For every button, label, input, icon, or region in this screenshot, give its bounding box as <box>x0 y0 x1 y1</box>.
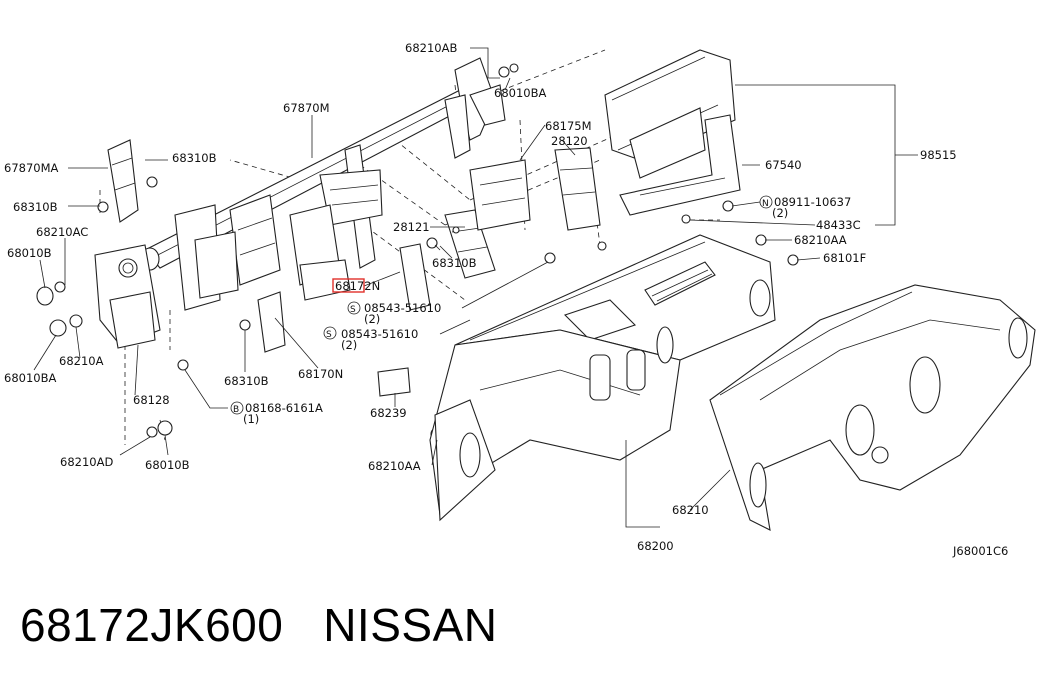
label-08911-qty: (2) <box>772 206 788 220</box>
circled-markers: S S B N <box>230 195 773 415</box>
instrument-panel-assembly <box>429 234 776 522</box>
label-28120: 28120 <box>551 134 588 148</box>
leader-lines <box>33 47 918 528</box>
label-67540: 67540 <box>765 158 802 172</box>
label-68128: 68128 <box>133 393 170 407</box>
label-08543-51610-a: 08543-51610 <box>364 301 441 315</box>
label-08911-10637: 08911-10637 <box>774 195 851 209</box>
label-68010BA-left: 68010BA <box>4 371 56 385</box>
label-08543-b-qty: (2) <box>341 338 357 352</box>
brand-name: NISSAN <box>323 599 498 651</box>
cross-member-assembly <box>94 57 601 353</box>
fasteners <box>36 63 799 441</box>
label-98515: 98515 <box>920 148 957 162</box>
label-68010B-left: 68010B <box>7 246 52 260</box>
marker-b: B <box>233 405 239 415</box>
label-28121: 28121 <box>393 220 430 234</box>
parts-diagram: S S B N 68210AB 68010BA 67870M 67870MA 6… <box>4 41 1036 558</box>
label-68170N: 68170N <box>298 367 343 381</box>
label-68210AA-right: 68210AA <box>794 233 847 247</box>
part-labels: 68210AB 68010BA 67870M 67870MA 68310B 68… <box>4 41 1008 558</box>
label-68310B-d: 68310B <box>432 256 477 270</box>
label-68010BA-top: 68010BA <box>494 86 546 100</box>
label-68175M: 68175M <box>545 119 592 133</box>
label-68210AA-low: 68210AA <box>368 459 421 473</box>
label-68210AB: 68210AB <box>405 41 457 55</box>
label-68200: 68200 <box>637 539 674 553</box>
label-68210A: 68210A <box>59 354 104 368</box>
label-68010B-bottom: 68010B <box>145 458 190 472</box>
footer-caption: 68172JK600 NISSAN <box>20 598 497 652</box>
label-68310B-c: 68310B <box>224 374 269 388</box>
highlight-box-68172N <box>332 278 365 293</box>
label-68310B-b: 68310B <box>13 200 58 214</box>
label-08543-51610-b: 08543-51610 <box>341 327 418 341</box>
label-67870MA: 67870MA <box>4 161 59 175</box>
marker-s-2: S <box>326 330 332 340</box>
label-68172N: 68172N <box>335 279 380 293</box>
label-68101F: 68101F <box>823 251 866 265</box>
part-number: 68172JK600 <box>20 599 284 651</box>
marker-n: N <box>762 199 769 209</box>
label-08168-6161A: 08168-6161A <box>245 401 323 415</box>
label-08168-qty: (1) <box>243 412 259 426</box>
label-48433C: 48433C <box>816 218 861 232</box>
label-68310B-a: 68310B <box>172 151 217 165</box>
label-68239: 68239 <box>370 406 407 420</box>
label-68210AD: 68210AD <box>60 455 113 469</box>
marker-s-1: S <box>350 305 356 315</box>
label-68210AC: 68210AC <box>36 225 88 239</box>
passenger-airbag-module <box>604 49 741 216</box>
instrument-panel-pad <box>709 284 1036 531</box>
diagram-code: J68001C6 <box>952 544 1008 558</box>
label-67870M: 67870M <box>283 101 330 115</box>
label-card-68239 <box>377 367 411 397</box>
label-08543-a-qty: (2) <box>364 312 380 326</box>
label-68210: 68210 <box>672 503 709 517</box>
